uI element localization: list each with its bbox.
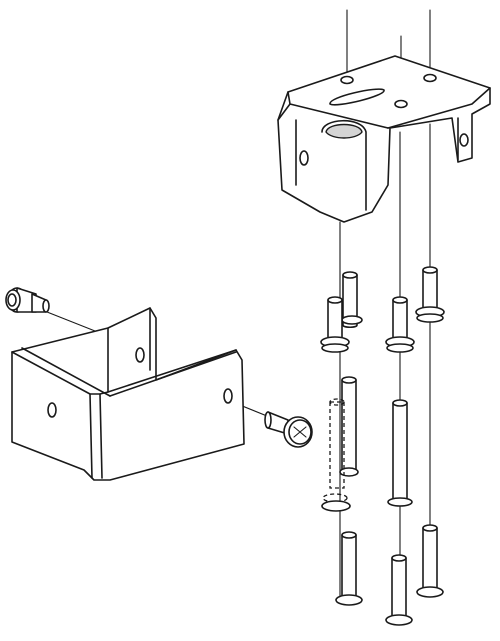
- bolt-column-left: [320, 271, 363, 606]
- alignment-lines: [41, 9, 431, 601]
- phillips-screw-left: [5, 287, 50, 313]
- u-channel-bracket: [11, 307, 245, 481]
- ceiling-mount-bracket: [277, 55, 491, 223]
- bolt-column-right: [415, 266, 445, 598]
- bolt-column-middle: [385, 296, 415, 626]
- phillips-screw-right: [264, 411, 313, 448]
